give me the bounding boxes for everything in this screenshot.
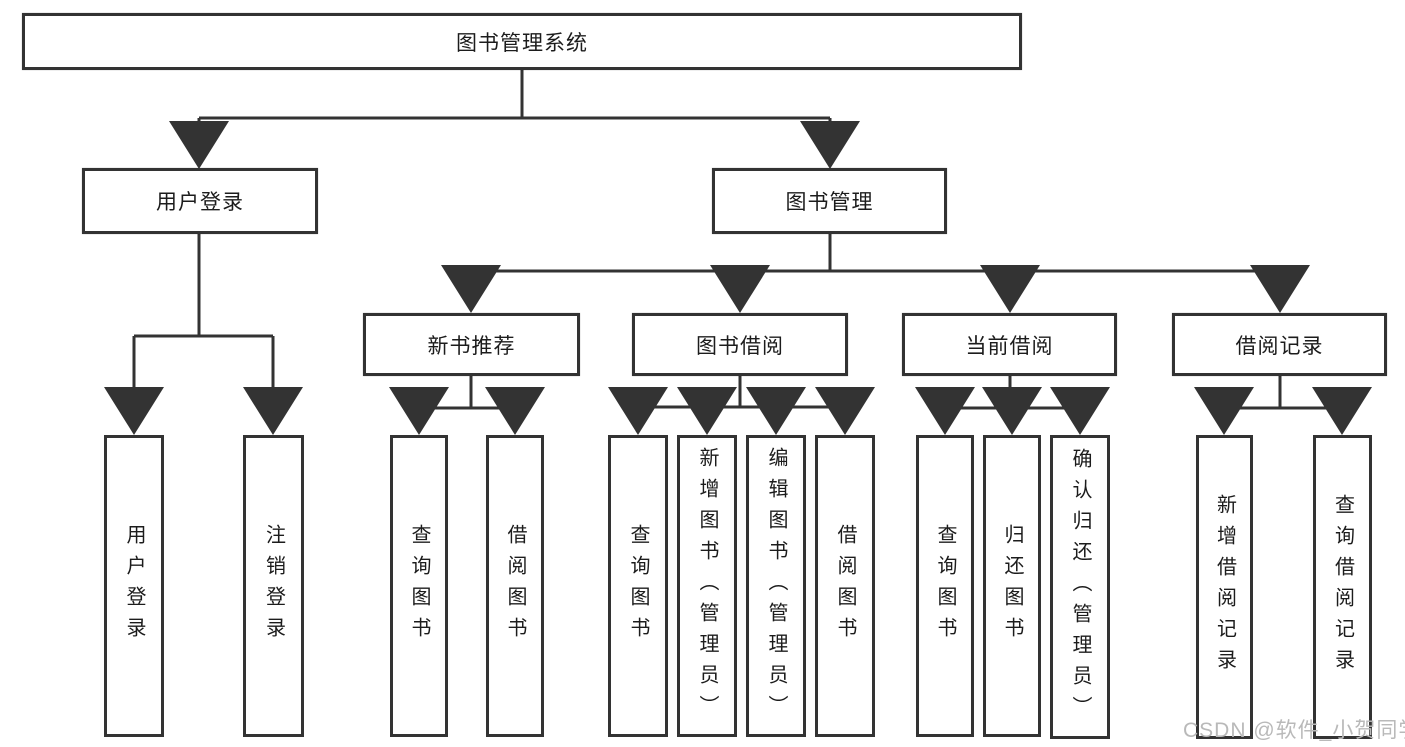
node-bb-edit-books-label: 编辑图书（管理员） [765, 446, 787, 726]
node-cb-query-books-label: 查询图书 [934, 524, 956, 648]
node-user-login: 用户登录 [82, 168, 318, 234]
connector-book-management-trunk [471, 233, 1280, 273]
node-nb-query-books-label: 查询图书 [408, 524, 430, 648]
node-book-management: 图书管理 [712, 168, 947, 234]
node-root: 图书管理系统 [22, 13, 1022, 70]
node-bb-query-books-label: 查询图书 [627, 524, 649, 648]
connector-book-borrow-trunk [638, 376, 845, 409]
node-br-add-record: 新增借阅记录 [1196, 435, 1253, 739]
node-book-borrow: 图书借阅 [632, 313, 848, 376]
connector-root-trunk [199, 70, 830, 120]
node-new-books: 新书推荐 [363, 313, 580, 376]
node-root-label: 图书管理系统 [456, 31, 588, 55]
connector-new-books-trunk [419, 376, 515, 410]
node-bb-add-books-label: 新增图书（管理员） [696, 446, 718, 726]
node-cb-query-books: 查询图书 [916, 435, 974, 737]
node-cb-return-books-label: 归还图书 [1001, 524, 1023, 648]
node-borrow-records-label: 借阅记录 [1235, 334, 1324, 358]
node-br-query-record-label: 查询借阅记录 [1331, 494, 1354, 680]
node-bb-borrow-books: 借阅图书 [815, 435, 875, 737]
connector-user-login-trunk [134, 233, 273, 338]
node-bb-borrow-books-label: 借阅图书 [834, 524, 856, 648]
connector-current-borrow-trunk [945, 376, 1080, 410]
node-current-borrow: 当前借阅 [902, 313, 1117, 376]
node-new-books-label: 新书推荐 [427, 334, 516, 358]
csdn-watermark: CSDN @软件_小贺同学 [1183, 719, 1405, 742]
node-book-borrow-label: 图书借阅 [696, 334, 784, 358]
node-logout: 注销登录 [243, 435, 304, 737]
node-cb-return-books: 归还图书 [983, 435, 1041, 737]
node-login: 用户登录 [104, 435, 164, 737]
node-borrow-records: 借阅记录 [1172, 313, 1387, 376]
node-current-borrow-label: 当前借阅 [965, 334, 1054, 358]
node-nb-borrow-books-label: 借阅图书 [504, 524, 526, 648]
connector-borrow-records-trunk [1224, 376, 1342, 410]
node-bb-edit-books: 编辑图书（管理员） [746, 435, 806, 737]
node-cb-confirm-return-label: 确认归还（管理员） [1069, 447, 1091, 727]
node-cb-confirm-return: 确认归还（管理员） [1050, 435, 1110, 739]
node-nb-query-books: 查询图书 [390, 435, 448, 737]
node-nb-borrow-books: 借阅图书 [486, 435, 544, 737]
node-br-query-record: 查询借阅记录 [1313, 435, 1372, 739]
node-bb-add-books: 新增图书（管理员） [677, 435, 737, 737]
node-book-management-label: 图书管理 [785, 191, 874, 214]
node-bb-query-books: 查询图书 [608, 435, 668, 737]
node-br-add-record-label: 新增借阅记录 [1213, 494, 1236, 680]
node-user-login-label: 用户登录 [156, 191, 244, 214]
node-logout-label: 注销登录 [262, 524, 285, 648]
node-login-label: 用户登录 [123, 524, 145, 648]
